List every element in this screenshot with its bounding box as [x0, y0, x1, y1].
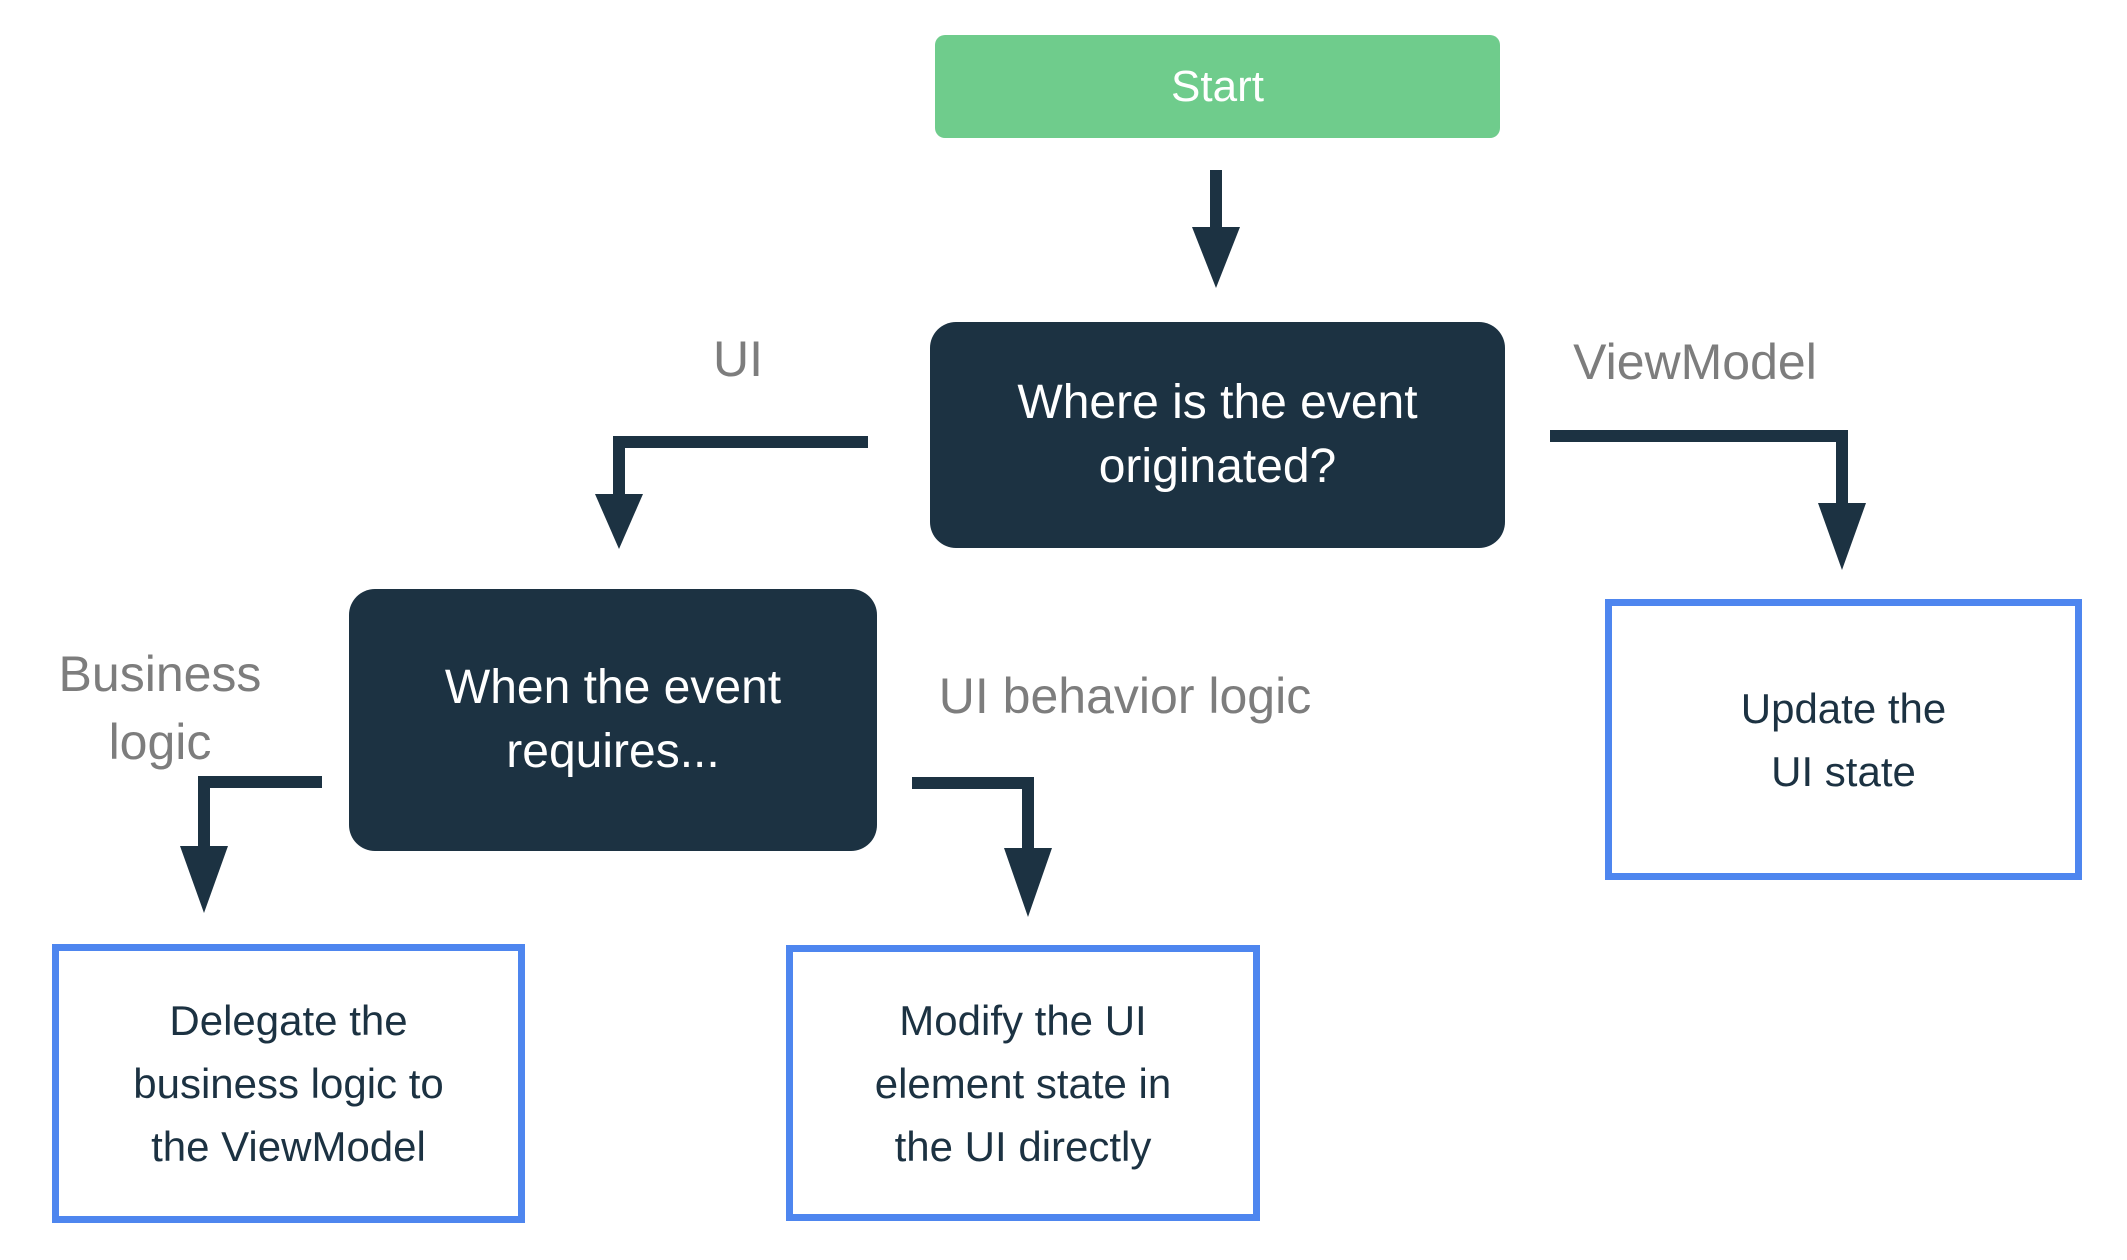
edge-label-ui: UI	[713, 331, 763, 387]
edge-label-ui-behavior-logic: UI behavior logic	[938, 668, 1312, 724]
update-ui-state-line2: UI state	[1771, 747, 1916, 795]
delegate-business-logic-line1: Delegate the	[169, 997, 408, 1044]
arrow-shaft	[198, 776, 322, 851]
modify-ui-element-line2: element state in	[874, 1059, 1172, 1107]
arrow-shaft	[1550, 430, 1848, 508]
delegate-business-logic-line3: the ViewModel	[151, 1123, 426, 1170]
modify-ui-element-line1: Modify the UI	[899, 996, 1147, 1044]
arrow-shaft	[912, 777, 1034, 852]
question-origin-node: Where is the event originated?	[930, 322, 1505, 548]
start-node-label: Start	[1171, 61, 1264, 111]
edge-label-viewmodel: ViewModel	[1573, 334, 1817, 390]
arrow-head	[180, 846, 228, 913]
delegate-business-logic-node: Delegate the business logic to the ViewM…	[52, 944, 525, 1223]
arrow-start-to-question	[1192, 170, 1240, 288]
arrow-question-to-when	[595, 436, 868, 549]
arrow-question-to-update	[1550, 430, 1866, 570]
edge-label-business-logic-line2: logic	[108, 714, 212, 770]
update-ui-state-line1: Update the	[1740, 684, 1947, 732]
modify-ui-element-line3: the UI directly	[894, 1122, 1152, 1170]
arrow-shaft	[613, 436, 868, 499]
delegate-business-logic-line2: business logic to	[133, 1060, 444, 1107]
when-event-requires-node: When the event requires...	[349, 589, 877, 851]
arrow-when-to-modify	[912, 777, 1052, 917]
arrow-head	[595, 494, 643, 549]
arrow-when-to-delegate	[180, 776, 322, 913]
question-origin-line2: originated?	[1098, 440, 1337, 493]
question-origin-line1: Where is the event	[1017, 376, 1418, 429]
edge-label-business-logic-line1: Business	[58, 646, 262, 702]
arrow-head	[1818, 503, 1866, 570]
modify-ui-element-node: Modify the UI element state in the UI di…	[786, 945, 1260, 1221]
start-node: Start	[935, 35, 1500, 138]
update-ui-state-node: Update the UI state	[1605, 599, 2082, 880]
arrow-head	[1192, 227, 1240, 288]
edge-label-business-logic: Business logic	[59, 640, 262, 776]
arrow-head	[1004, 848, 1052, 917]
when-event-requires-line2: requires...	[506, 725, 720, 778]
when-event-requires-line1: When the event	[444, 661, 782, 714]
